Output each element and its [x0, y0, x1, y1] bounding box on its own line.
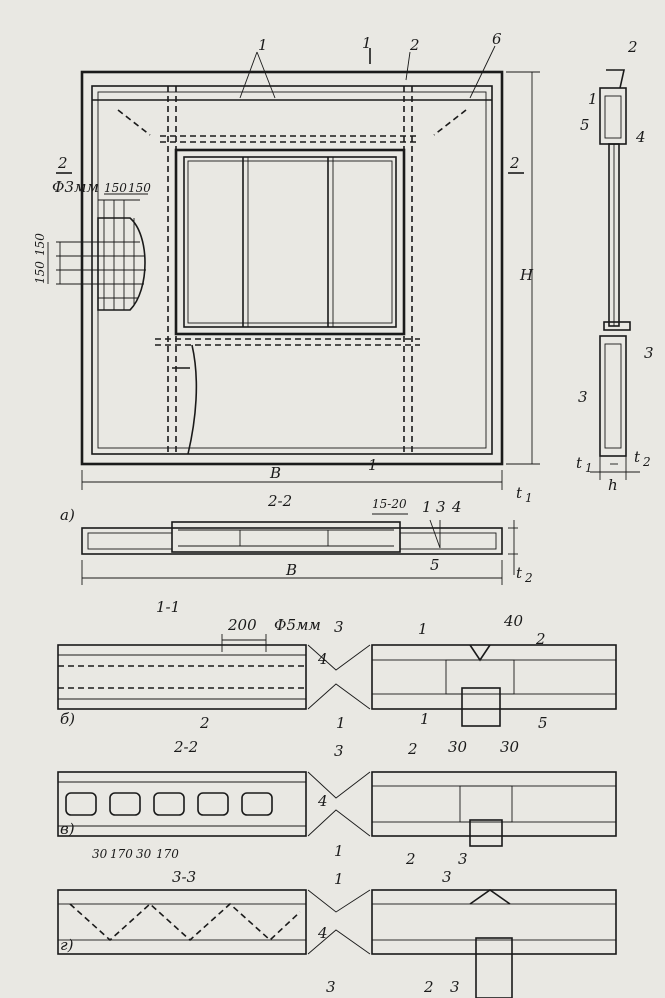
title-3-3: 3-3 [172, 868, 196, 886]
g-section-3-bottom: 3 [450, 978, 460, 996]
label-a: а) [60, 506, 75, 524]
v-label-1: 1 [334, 842, 344, 860]
v-label-2: 2 [407, 740, 418, 758]
title-1-1: 1-1 [156, 598, 180, 616]
g-label-4: 4 [317, 924, 328, 942]
side-t2: t [634, 448, 641, 466]
dim-B: B [269, 464, 281, 482]
b-label-1: 1 [336, 714, 346, 732]
panel-elevation [47, 45, 540, 490]
v-label-4: 4 [317, 792, 328, 810]
label-2: 2 [409, 36, 420, 54]
label-v: в) [60, 820, 75, 838]
section-v [57, 771, 617, 847]
a-t1: t [516, 484, 523, 502]
a-label-5: 5 [430, 556, 440, 574]
label-b: б) [60, 710, 75, 728]
side-label-1: 1 [588, 90, 598, 108]
label-g: г) [60, 936, 74, 954]
section-mark-1: 1 [362, 34, 372, 52]
g-section-3-top: 3 [442, 868, 452, 886]
side-label-3a: 3 [644, 344, 654, 362]
dim-150d: 150 [33, 261, 47, 284]
dim-15-20: 15-20 [372, 497, 407, 511]
v-label-3: 3 [334, 742, 344, 760]
v-section-2: 2 [405, 850, 416, 868]
v-dim-30b: 30 [500, 738, 520, 756]
b-label-2: 2 [199, 714, 210, 732]
title-2-2-b: 2-2 [173, 738, 198, 756]
section-mark-2-right: 2 [509, 154, 520, 172]
a-label-3: 3 [436, 498, 446, 516]
side-label-3b: 3 [578, 388, 588, 406]
label-1-bottom: 1 [368, 456, 378, 474]
side-label-5: 5 [580, 116, 590, 134]
side-t1: t [576, 454, 583, 472]
label-6: 6 [492, 30, 502, 48]
label-phi5: Ф5мм [274, 616, 321, 634]
dim-40: 40 [503, 612, 524, 630]
g-label-3: 3 [326, 978, 336, 996]
v-dim-30d: 30 [136, 847, 152, 861]
dim-150b: 150 [128, 181, 151, 195]
side-h: h [608, 476, 618, 494]
side-label-2: 2 [627, 38, 638, 56]
dim-H: H [519, 266, 534, 284]
dim-150c: 150 [33, 233, 47, 256]
title-2-2: 2-2 [267, 492, 292, 510]
a-label-1: 1 [422, 498, 432, 516]
label-phi3: Ф3мм [52, 178, 99, 196]
dim-200: 200 [227, 616, 257, 634]
a-t2-sub: 2 [524, 571, 533, 585]
section-b [57, 634, 617, 727]
a-t2: t [516, 564, 523, 582]
v-dim-170a: 170 [110, 847, 133, 861]
v-dim-170b: 170 [156, 847, 179, 861]
section-mark-2-left: 2 [57, 154, 68, 172]
g-label-2: 2 [423, 978, 434, 996]
b-section-1-top: 1 [418, 620, 428, 638]
section-g [57, 889, 617, 998]
panel-side-section [590, 69, 640, 480]
a-t1-sub: 1 [525, 491, 533, 505]
v-dim-30a: 30 [448, 738, 468, 756]
v-label-3b: 3 [458, 850, 468, 868]
b-label-2-right: 2 [535, 630, 546, 648]
label-1: 1 [258, 36, 268, 54]
b-section-1-bottom: 1 [420, 710, 430, 728]
b-label-4: 4 [317, 650, 328, 668]
dim-150a: 150 [104, 181, 127, 195]
b-label-3: 3 [334, 618, 344, 636]
a-label-4: 4 [451, 498, 462, 516]
v-dim-30c: 30 [92, 847, 108, 861]
b-label-5: 5 [538, 714, 548, 732]
section-a [81, 513, 518, 585]
g-label-1: 1 [334, 870, 344, 888]
side-label-4: 4 [635, 128, 646, 146]
side-t2-sub: 2 [642, 455, 651, 469]
a-dim-B: B [285, 561, 297, 579]
labels: 1 2 6 1 2 2 Ф3мм 150 150 150 150 H B 1 2… [33, 30, 654, 996]
side-t1-sub: 1 [585, 461, 593, 475]
